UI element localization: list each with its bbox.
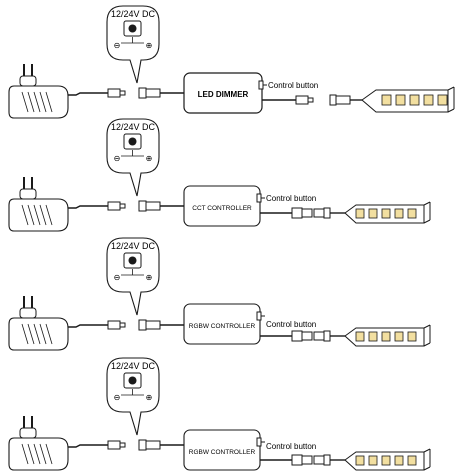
- dc-cable: [68, 205, 108, 209]
- wiring-row-4: 12/24V DC ⊖ ⊕: [8, 357, 431, 471]
- polarity-minus: ⊖: [114, 393, 121, 402]
- dc-jack-icon: [121, 133, 144, 157]
- voltage-label: 12/24V DC: [111, 9, 156, 19]
- dc-jack: [138, 200, 161, 212]
- control-button-label: Control button: [268, 81, 318, 90]
- polarity-minus: ⊖: [114, 41, 121, 50]
- dc-jack-callout: 12/24V DC ⊖ ⊕: [106, 118, 160, 197]
- controller-box: LED DIMMER: [183, 72, 263, 114]
- dc-cable: [68, 444, 108, 448]
- dc-jack-callout: 12/24V DC ⊖ ⊕: [106, 237, 160, 316]
- controller-label: RGBW CONTROLLER: [189, 323, 256, 330]
- dc-cable: [68, 92, 108, 96]
- polarity-plus: ⊕: [146, 273, 153, 282]
- power-adapter-icon: [8, 416, 69, 471]
- controller-label: RGBW CONTROLLER: [189, 449, 256, 456]
- dc-jack-icon: [121, 372, 144, 396]
- connector-icon: [295, 94, 351, 106]
- dc-plug: [107, 201, 126, 211]
- polarity-minus: ⊖: [114, 273, 121, 282]
- polarity-minus: ⊖: [114, 154, 121, 163]
- control-button-label: Control button: [266, 194, 316, 203]
- dc-plug: [107, 440, 126, 450]
- led-chips: [355, 455, 417, 466]
- connector-icon: [291, 207, 331, 219]
- polarity-plus: ⊕: [146, 154, 153, 163]
- dc-jack: [138, 319, 161, 331]
- led-chips: [355, 208, 417, 219]
- control-button: [258, 80, 267, 90]
- controller-label: CCT CONTROLLER: [192, 205, 252, 212]
- led-strip-icon: [344, 201, 431, 224]
- power-adapter-icon: [8, 177, 69, 232]
- control-button-label: Control button: [266, 442, 316, 451]
- control-button-label: Control button: [266, 320, 316, 329]
- dc-jack: [138, 87, 161, 99]
- dc-jack-callout: 12/24V DC ⊖ ⊕: [106, 5, 160, 84]
- dc-jack-icon: [121, 252, 144, 276]
- dc-jack: [138, 439, 161, 451]
- wiring-row-1: 12/24V DC ⊖ ⊕: [8, 5, 455, 119]
- led-strip-icon: [344, 448, 431, 471]
- connector-icon: [291, 454, 331, 466]
- controller-box: RGBW CONTROLLER: [183, 303, 261, 345]
- led-strip-icon: [361, 86, 455, 113]
- polarity-plus: ⊕: [146, 41, 153, 50]
- dc-plug: [107, 320, 126, 330]
- led-chips: [355, 331, 417, 342]
- control-button: [256, 437, 265, 447]
- power-adapter-icon: [8, 64, 69, 119]
- wiring-row-3: 12/24V DC ⊖ ⊕: [8, 237, 431, 351]
- connector-icon: [291, 330, 331, 342]
- led-chips: [381, 94, 448, 106]
- led-strip-icon: [344, 324, 431, 347]
- dc-jack-icon: [121, 20, 144, 44]
- voltage-label: 12/24V DC: [111, 122, 156, 132]
- power-adapter-icon: [8, 296, 69, 351]
- dc-cable: [68, 324, 108, 328]
- wiring-row-2: 12/24V DC ⊖ ⊕: [8, 118, 431, 232]
- controller-box: RGBW CONTROLLER: [183, 429, 261, 471]
- dc-plug: [107, 88, 126, 98]
- control-button: [256, 193, 265, 203]
- dc-jack-callout: 12/24V DC ⊖ ⊕: [106, 357, 160, 436]
- voltage-label: 12/24V DC: [111, 361, 156, 371]
- polarity-plus: ⊕: [146, 393, 153, 402]
- voltage-label: 12/24V DC: [111, 241, 156, 251]
- controller-label: LED DIMMER: [198, 90, 249, 99]
- controller-box: CCT CONTROLLER: [183, 185, 261, 227]
- control-button: [256, 311, 265, 321]
